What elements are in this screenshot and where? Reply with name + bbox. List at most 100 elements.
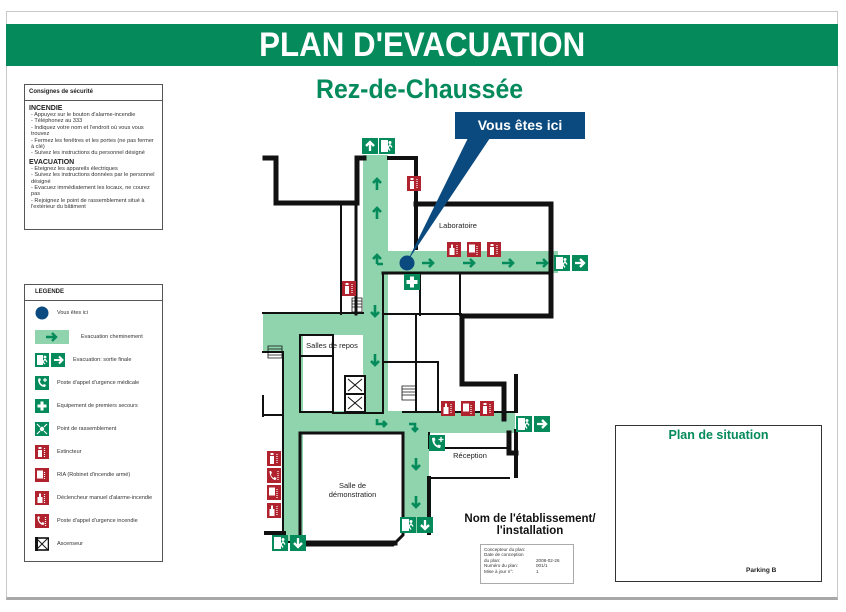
instruction-line: - Suivez les instructions données par le…: [31, 172, 155, 185]
room-label-reception: Réception: [453, 451, 487, 460]
legend-label: Extincteur: [57, 449, 82, 455]
page-title-banner: PLAN D'EVACUATION: [6, 24, 838, 66]
fire-instructions: INCENDIE - Appuyez sur le bouton d'alarm…: [25, 101, 162, 211]
info-key: Date de conception: [484, 552, 524, 558]
medical-phone-icon: [428, 434, 446, 452]
fire-phone-icon: [35, 514, 49, 528]
legend-label: Evacuation cheminement: [81, 334, 143, 340]
assembly-point-icon: [35, 422, 49, 436]
instruction-line: - Fermez les fenêtres et les portes (ne …: [31, 137, 154, 151]
extinguisher-icon: [341, 280, 357, 297]
info-row: Date de conception: [484, 552, 570, 557]
legend-item: Vous êtes ici: [35, 305, 88, 321]
fire-hose-icon: [466, 241, 482, 258]
situation-plan-title: Plan de situation: [668, 428, 769, 442]
stairs-icon: [267, 297, 417, 401]
extinguisher-icon: [266, 450, 282, 467]
info-value: 2008-02-26: [536, 557, 560, 563]
legend-label: Poste d'appel d'urgence incendie: [57, 518, 138, 524]
legend-item: Déclencheur manuel d'alarme-incendie: [35, 490, 152, 506]
exit-arrow-down-icon: [288, 533, 308, 553]
fire-alarm-icon: [266, 502, 282, 519]
room-label-laboratoire: Laboratoire: [439, 221, 477, 230]
instruction-line: - Téléphonez au 333: [31, 118, 83, 125]
legend-item: Poste d'appel d'urgence médicale: [35, 375, 139, 391]
fire-phone-icon: [266, 467, 282, 484]
exit-arrow-down-icon: [415, 515, 435, 535]
safety-instructions-title: Consignes de sécurité: [25, 85, 162, 101]
safety-instructions-panel: Consignes de sécurité INCENDIE - Appuyez…: [24, 84, 163, 230]
legend-item: Evacuation: sortie finale: [35, 352, 131, 368]
extinguisher-icon: [479, 400, 495, 417]
floor-title-text: Rez-de-Chaussée: [316, 74, 524, 104]
elevator-icon: [344, 375, 366, 395]
page-title: PLAN D'EVACUATION: [258, 26, 586, 64]
legend-label: Déclencheur manuel d'alarme-incendie: [57, 495, 153, 501]
fire-hose-icon: [266, 484, 282, 501]
establishment-name-line: l'installation: [496, 525, 564, 537]
legend-label: Ascenseur: [57, 541, 83, 547]
legend-title: LEGENDE: [25, 285, 162, 301]
info-row: Concepteur du plan:: [484, 547, 570, 552]
info-row: Mise à jour n°: 1: [484, 569, 570, 574]
evacuation-arrow-turn-icon: [372, 253, 383, 266]
room-label-salles-repos: Salles de repos: [306, 341, 358, 350]
info-row: du plan: 2008-02-26: [484, 558, 570, 563]
room-label-line: Salle de: [338, 481, 367, 490]
medical-phone-icon: [35, 376, 49, 390]
fire-alarm-icon: [440, 400, 456, 417]
evacuation-arrow-turn-icon: [409, 422, 419, 433]
legend-item: Ascenseur: [35, 536, 83, 552]
evacuation-section-title: EVACUATION: [29, 158, 75, 166]
exit-arrow-up-icon: [360, 136, 380, 156]
fire-alarm-icon: [446, 241, 462, 258]
fire-section-title: INCENDIE: [29, 105, 63, 112]
elevator-icon: [344, 393, 366, 413]
room-label-salle-demo: Salle de démonstration: [305, 481, 400, 499]
first-aid-icon: [404, 274, 420, 290]
legend-item: Point de rassemblement: [35, 421, 116, 437]
legend-item: Extincteur: [35, 444, 81, 460]
legend-item: RIA (Robinet d'incendie armé): [35, 467, 130, 483]
floor-title: Rez-de-Chaussée: [250, 74, 590, 105]
emergency-exit-icon: [399, 516, 417, 534]
plan-info-box: Concepteur du plan: Date de conception d…: [480, 544, 574, 584]
legend-label: Point de rassemblement: [57, 426, 117, 432]
you-are-here-pointer: [407, 138, 490, 262]
you-are-here-dot: [399, 255, 415, 271]
extinguisher-icon: [486, 241, 502, 258]
you-are-here-dot-icon: [35, 306, 49, 320]
situation-plan-panel: Plan de situation: [615, 425, 822, 582]
fire-hose-icon: [460, 400, 476, 417]
info-value: 001/1: [536, 563, 548, 569]
instruction-line: - Rejoignez le point de rassemblement si…: [31, 197, 145, 211]
instruction-line: - Evacuez immédiatement les locaux, ne c…: [31, 185, 150, 198]
establishment-name: Nom de l'établissement/ l'installation: [455, 513, 605, 537]
you-are-here-callout: Vous êtes ici: [455, 112, 585, 139]
legend-label: Vous êtes ici: [57, 310, 88, 316]
legend-item: Evacuation cheminement: [35, 329, 143, 345]
legend-label: Poste d'appel d'urgence médicale: [57, 380, 140, 386]
info-row: Numéro du plan: 001/1: [484, 563, 570, 568]
evacuation-path-arrow-icon: [35, 330, 69, 344]
first-aid-icon: [35, 399, 49, 413]
extinguisher-icon: [35, 445, 49, 459]
exit-arrow-right-icon: [570, 253, 590, 273]
legend-label: Evacuation: sortie finale: [73, 357, 132, 363]
info-key: Mise à jour n°:: [484, 568, 514, 574]
info-value: 1: [536, 568, 539, 574]
emergency-exit-icon: [271, 534, 289, 552]
emergency-exit-icon: [553, 254, 571, 272]
info-key: Numéro du plan:: [484, 563, 518, 569]
exit-arrow-right-icon: [532, 414, 552, 434]
establishment-name-line: Nom de l'établissement/: [464, 513, 596, 525]
legend-label: Equipement de premiers secours: [57, 403, 138, 409]
info-key: du plan:: [484, 557, 501, 563]
emergency-exit-icon: [378, 137, 396, 155]
legend-item: Poste d'appel d'urgence incendie: [35, 513, 138, 529]
legend-label: RIA (Robinet d'incendie armé): [57, 472, 131, 478]
emergency-exit-icon: [515, 415, 533, 433]
fire-hose-icon: [35, 468, 49, 482]
emergency-exit-icon: [35, 353, 65, 367]
